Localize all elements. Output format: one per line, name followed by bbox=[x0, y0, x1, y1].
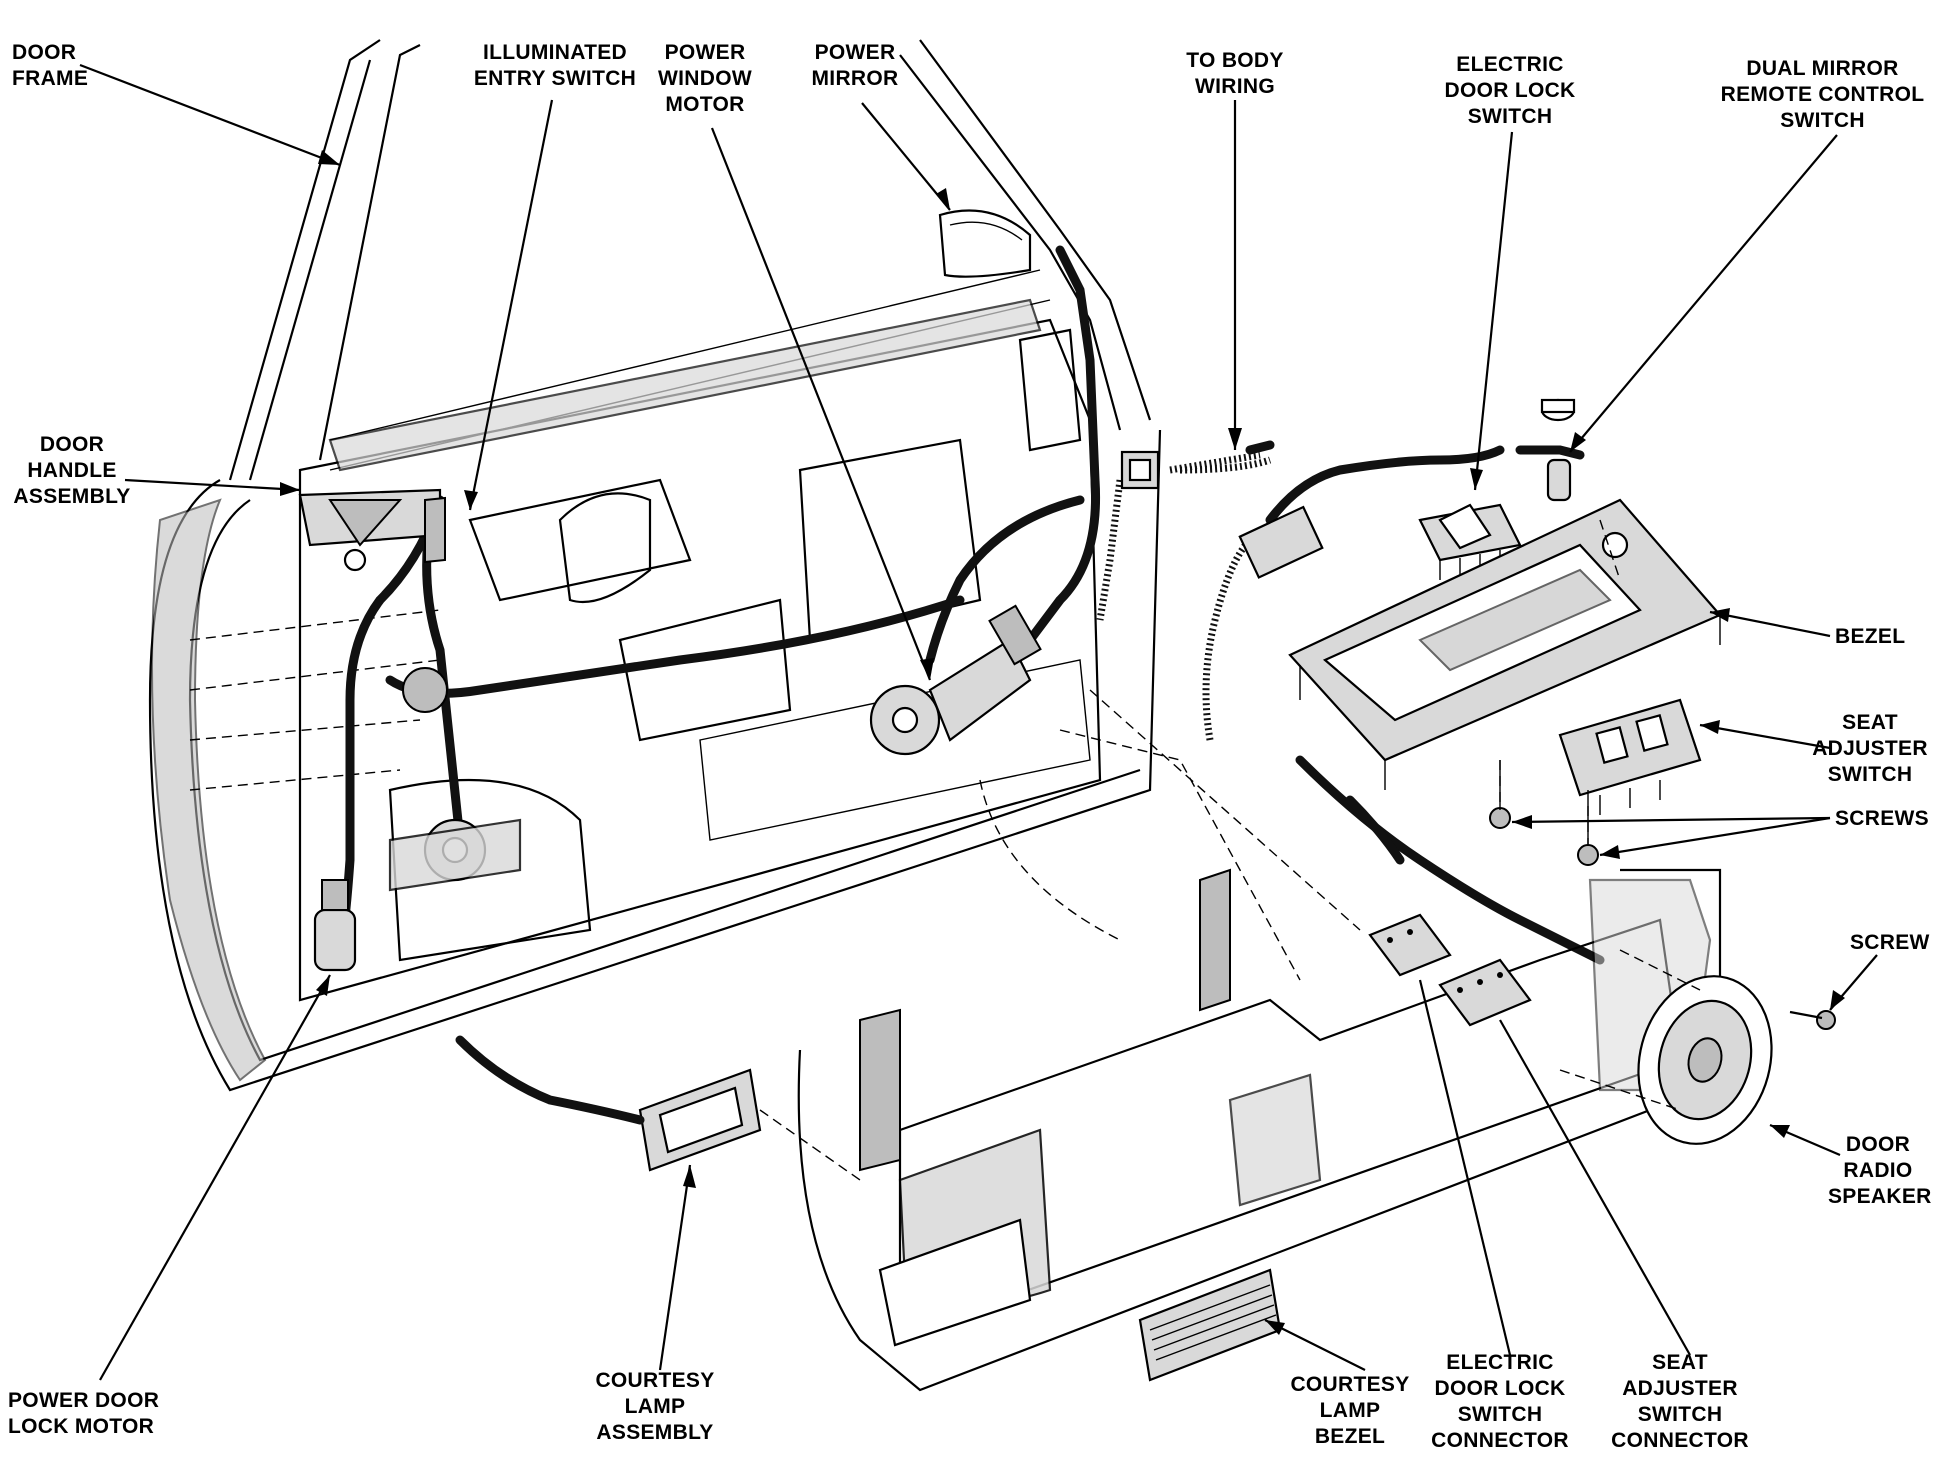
illuminated-entry-switch-part bbox=[424, 496, 446, 564]
label-door-handle-assembly: DOOR HANDLE ASSEMBLY bbox=[13, 433, 131, 508]
label-electric-door-lock-switch: ELECTRIC DOOR LOCK SWITCH bbox=[1444, 53, 1576, 128]
label-dual-mirror-remote-control-switch: DUAL MIRROR REMOTE CONTROL SWITCH bbox=[1720, 57, 1925, 132]
label-bezel: BEZEL bbox=[1835, 625, 1906, 648]
door-radio-speaker-part bbox=[1588, 878, 1773, 1145]
label-courtesy-lamp-assembly: COURTESY LAMP ASSEMBLY bbox=[595, 1369, 715, 1444]
door-handle-part bbox=[298, 488, 442, 572]
window-motor-part bbox=[869, 604, 1042, 756]
label-seat-adjuster-switch: SEAT ADJUSTER SWITCH bbox=[1812, 711, 1928, 786]
label-power-door-lock-motor: POWER DOOR LOCK MOTOR bbox=[8, 1389, 160, 1438]
label-illuminated-entry-switch: ILLUMINATED ENTRY SWITCH bbox=[473, 41, 637, 90]
window-regulator-part bbox=[388, 667, 522, 892]
mirror-switch-part bbox=[1540, 398, 1576, 502]
seat-switch-part bbox=[1558, 698, 1702, 815]
label-courtesy-lamp-bezel: COURTESY LAMP BEZEL bbox=[1290, 1373, 1410, 1448]
power-door-lock-motor-part bbox=[313, 879, 357, 972]
power-mirror-part bbox=[938, 209, 1032, 278]
arrowheads bbox=[280, 150, 1845, 1335]
courtesy-lamp-assembly-part bbox=[455, 1035, 762, 1172]
door-lock-switch-part bbox=[1418, 503, 1522, 580]
switch-harness bbox=[1202, 445, 1605, 965]
door-connector-part bbox=[1120, 450, 1160, 490]
label-screw: SCREW bbox=[1850, 931, 1930, 954]
label-to-body-wiring: TO BODY WIRING bbox=[1186, 49, 1284, 98]
label-electric-door-lock-switch-connector: ELECTRIC DOOR LOCK SWITCH CONNECTOR bbox=[1431, 1351, 1569, 1452]
label-screws: SCREWS bbox=[1835, 807, 1929, 830]
connectors-part bbox=[1368, 913, 1532, 1027]
label-seat-adjuster-switch-connector: SEAT ADJUSTER SWITCH CONNECTOR bbox=[1611, 1351, 1749, 1452]
label-door-radio-speaker: DOOR RADIO SPEAKER bbox=[1828, 1133, 1932, 1208]
door-trim-panel bbox=[797, 868, 1722, 1392]
label-power-window-motor: POWER WINDOW MOTOR bbox=[658, 41, 752, 116]
label-power-mirror: POWER MIRROR bbox=[811, 41, 899, 90]
courtesy-lamp-bezel-part bbox=[1138, 1268, 1282, 1382]
label-door-frame: DOOR FRAME bbox=[12, 41, 89, 90]
bezel-part bbox=[1288, 498, 1722, 790]
door-shell bbox=[148, 39, 1162, 1092]
assembly-lines bbox=[759, 519, 1701, 1181]
body-wiring-part bbox=[1169, 440, 1275, 474]
leader-lines bbox=[79, 63, 1878, 1381]
